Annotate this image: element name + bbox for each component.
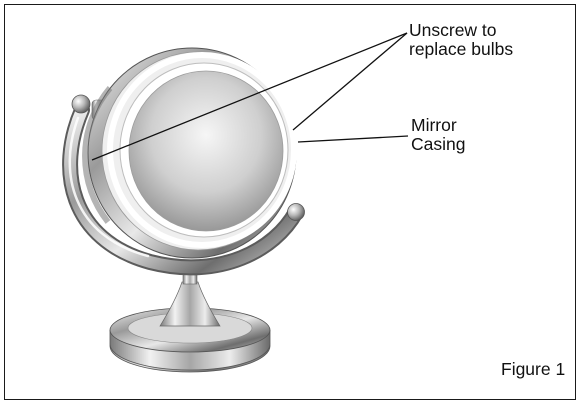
- mirror-base: [110, 264, 270, 372]
- label-line: Unscrew to: [409, 21, 513, 40]
- label-unscrew-to-replace-bulbs: Unscrew to replace bulbs: [409, 21, 513, 59]
- label-line: replace bulbs: [409, 40, 513, 59]
- mirror-head: [85, 48, 296, 258]
- figure-caption: Figure 1: [501, 360, 565, 379]
- label-line: Mirror: [411, 116, 465, 135]
- label-line: Casing: [411, 135, 465, 154]
- casing-leader: [298, 136, 408, 142]
- label-mirror-casing: Mirror Casing: [411, 116, 465, 154]
- unscrew-leader-right: [293, 33, 407, 130]
